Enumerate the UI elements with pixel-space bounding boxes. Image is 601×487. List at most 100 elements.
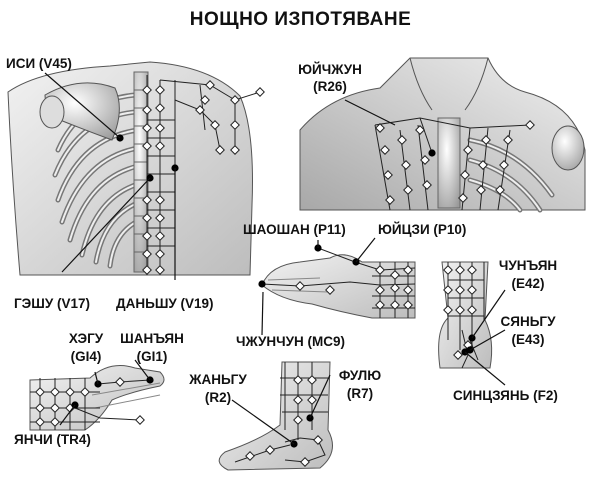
label-zhangu-name: ЖАНЬГУ (189, 372, 247, 387)
acupoint-open-69 (35, 387, 45, 397)
palm-figure (261, 247, 416, 319)
leader-hegu (94, 371, 99, 385)
label-chzhunchun: ЧЖУНЧУН (MC9) (236, 334, 346, 349)
label-chunyan-code: (E42) (511, 276, 545, 291)
acupoint-open-33 (403, 185, 413, 195)
label-zhangu-code: (R2) (204, 390, 232, 405)
acupoint-open-75 (35, 417, 45, 427)
acupoint-open-26 (200, 95, 210, 105)
acupoint-open-9 (155, 195, 165, 205)
acupoint-open-35 (420, 155, 430, 165)
acupoint-target-6 (258, 280, 266, 288)
acupoint-open-38 (460, 170, 470, 180)
label-chunyan-name: ЧУНЪЯН (498, 258, 558, 273)
acupoint-open-45 (495, 185, 505, 195)
acupoint-open-85 (313, 435, 323, 445)
acupoint-open-53 (375, 300, 385, 310)
acupoint-open-8 (142, 195, 152, 205)
acupoint-open-36 (422, 180, 432, 190)
acupoint-open-40 (481, 135, 491, 145)
acupoint-open-49 (403, 265, 413, 275)
label-isi: ИСИ (V45) (6, 56, 72, 71)
back-figure (7, 61, 261, 276)
label-geshu: ГЭШУ (V17) (14, 296, 90, 311)
leader-yuytszi (355, 237, 376, 263)
label-fulyu-name: ФУЛЮ (338, 368, 382, 383)
acupoint-open-48 (390, 270, 400, 280)
acupoint-open-54 (390, 300, 400, 310)
acupoint-open-42 (476, 185, 486, 195)
acupoint-open-16 (142, 265, 152, 275)
acupoint-open-6 (142, 141, 152, 151)
acupoint-open-71 (65, 387, 75, 397)
acupoint-open-30 (385, 195, 395, 205)
acupoint-open-61 (443, 285, 453, 295)
acupoint-open-28 (380, 145, 390, 155)
acupoint-open-31 (397, 135, 407, 145)
label-hegu-name: ХЭГУ (68, 331, 104, 346)
acupoint-open-7 (155, 141, 165, 151)
chest-figure (299, 57, 586, 213)
label-yanchi: ЯНЧИ (TR4) (14, 432, 91, 447)
acupoint-open-39 (458, 193, 468, 203)
acupoint-open-47 (375, 265, 385, 275)
acupoint-open-50 (375, 285, 385, 295)
leader-isi (44, 72, 121, 139)
acupoint-open-87 (265, 445, 275, 455)
label-shanyan-code: (GI1) (136, 349, 168, 364)
acupoint-open-83 (307, 375, 317, 385)
label-yuytszi: ЮЙЦЗИ (P10) (378, 222, 467, 237)
label-sintszyan: СИНЦЗЯНЬ (F2) (453, 388, 558, 403)
acupoint-open-29 (383, 170, 393, 180)
acupoint-open-79 (135, 415, 145, 425)
acupoint-open-55 (403, 300, 413, 310)
leader-yanchi (59, 404, 76, 426)
acupoint-open-82 (293, 415, 303, 425)
acupoint-target-3 (428, 149, 436, 157)
label-hegu-code: (GI4) (70, 349, 102, 364)
acupoint-open-11 (155, 213, 165, 223)
acupoint-open-20 (255, 87, 265, 97)
acupoint-open-84 (307, 395, 317, 405)
acupoint-open-88 (245, 451, 255, 461)
leader-yuychzhun (344, 99, 396, 126)
leader-zhangu (231, 399, 295, 445)
acupoint-open-70 (50, 387, 60, 397)
acupoint-open-24 (230, 120, 240, 130)
acupoint-open-12 (142, 231, 152, 241)
label-yuychzhun-code: (R26) (313, 79, 347, 94)
acupoint-open-34 (415, 125, 425, 135)
acupoint-open-56 (325, 285, 335, 295)
acupoint-open-15 (155, 249, 165, 259)
acupoint-open-10 (142, 213, 152, 223)
acupoint-open-43 (503, 135, 513, 145)
acupoint-open-14 (142, 249, 152, 259)
acupoint-open-44 (499, 160, 509, 170)
label-yuychzhun-name: ЮЙЧЖУН (298, 62, 362, 77)
acupoint-open-1 (155, 85, 165, 95)
acupoint-open-18 (205, 80, 215, 90)
acupoint-open-4 (142, 123, 152, 133)
label-syangu-name: СЯНЬГУ (500, 314, 556, 329)
acupoint-open-27 (375, 123, 385, 133)
acupoint-open-57 (295, 281, 305, 291)
acupoint-open-65 (455, 305, 465, 315)
acupoint-open-2 (142, 105, 152, 115)
leader-sintszyan (464, 351, 506, 386)
acupoint-open-63 (467, 285, 477, 295)
acupoint-open-5 (155, 123, 165, 133)
acupoint-open-52 (403, 285, 413, 295)
acupoint-open-23 (215, 145, 225, 155)
acupoint-open-66 (467, 305, 477, 315)
acupoint-open-60 (467, 265, 477, 275)
page-title: НОЩНО ИЗПОТЯВАНЕ (189, 9, 412, 30)
acupoint-open-32 (401, 160, 411, 170)
label-fulyu-code: (R7) (346, 386, 374, 401)
acupoint-open-0 (142, 85, 152, 95)
label-shanyan-name: ШАНЪЯН (120, 331, 184, 346)
acupoint-open-41 (478, 160, 488, 170)
foot-front-figure (438, 261, 493, 369)
acupoint-open-46 (525, 120, 535, 130)
